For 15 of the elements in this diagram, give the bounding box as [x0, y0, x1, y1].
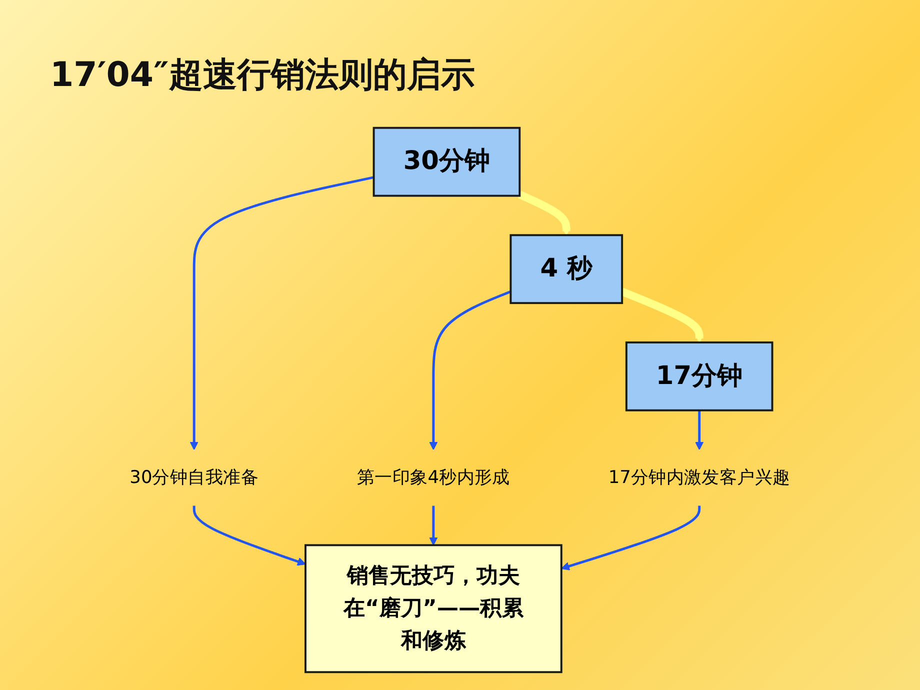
node-text: 30分钟自我准备	[130, 467, 259, 488]
arrow	[560, 506, 701, 570]
arrow	[192, 506, 306, 566]
arrow	[695, 410, 704, 450]
node-text: 17分钟内激发客户兴趣	[608, 467, 790, 488]
arrow	[429, 290, 512, 450]
node-box: 4 秒	[510, 234, 624, 304]
node-box: 30分钟	[372, 126, 521, 197]
node-box: 销售无技巧，功夫在“磨刀”——积累和修炼	[304, 544, 562, 674]
arrow	[190, 176, 374, 450]
arrow	[518, 190, 571, 236]
node-text: 第一印象4秒内形成	[356, 467, 510, 488]
node-box: 17分钟	[625, 341, 774, 412]
slide-title: 17′04″超速行销法则的启示	[50, 54, 475, 97]
arrow	[429, 506, 438, 546]
